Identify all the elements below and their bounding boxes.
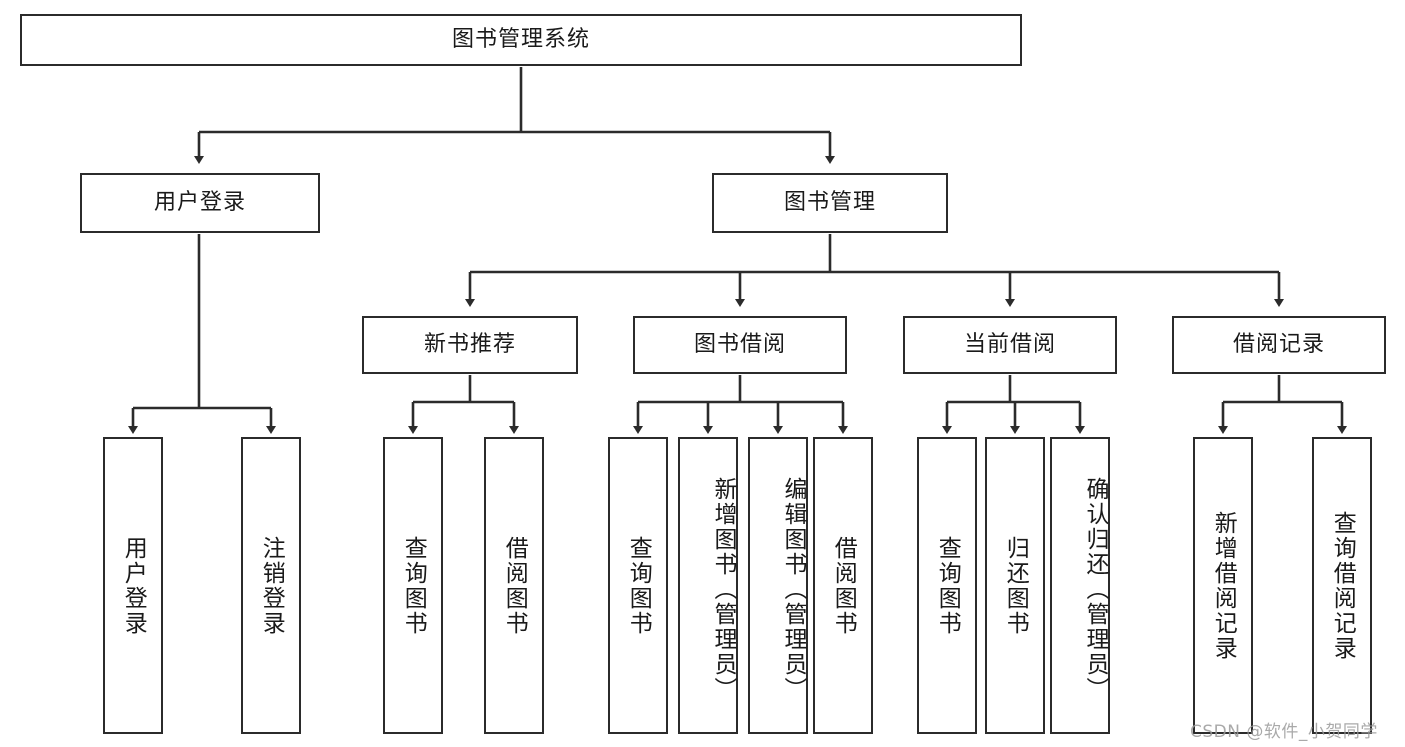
node-label: 用户登录: [153, 189, 246, 215]
leaf-user-login-signin[interactable]: 用户登录: [103, 437, 163, 734]
leaf-current-confirm-return-admin[interactable]: 确认归还（管理员）: [1050, 437, 1110, 734]
leaf-current-return-book[interactable]: 归还图书: [985, 437, 1045, 734]
node-label: 借阅图书: [830, 535, 857, 636]
node-label: 新增借阅记录: [1210, 510, 1237, 661]
leaf-newbook-query-book[interactable]: 查询图书: [383, 437, 443, 734]
node-label: 确认归还（管理员）: [1082, 477, 1108, 702]
node-label: 图书管理: [783, 189, 876, 215]
leaf-current-query-book[interactable]: 查询图书: [917, 437, 977, 734]
node-label: 注销登录: [258, 535, 285, 636]
leaf-borrow-query-book[interactable]: 查询图书: [608, 437, 668, 734]
csdn-watermark: CSDN @软件_小贺同学: [1190, 722, 1378, 742]
node-label: 查询图书: [625, 535, 652, 636]
leaf-borrow-borrow-book[interactable]: 借阅图书: [813, 437, 873, 734]
node-label: 查询图书: [400, 535, 427, 636]
node-label: 借阅记录: [1232, 331, 1325, 357]
node-book-management[interactable]: 图书管理: [712, 173, 948, 233]
leaf-record-add-record[interactable]: 新增借阅记录: [1193, 437, 1253, 734]
node-borrow-record[interactable]: 借阅记录: [1172, 316, 1386, 374]
node-label: 新增图书（管理员）: [710, 477, 736, 702]
node-label: 借阅图书: [501, 535, 528, 636]
node-user-login[interactable]: 用户登录: [80, 173, 320, 233]
node-label: 查询图书: [934, 535, 961, 636]
node-label: 查询借阅记录: [1329, 510, 1356, 661]
node-label: 当前借阅: [963, 331, 1056, 357]
node-new-book-recommend[interactable]: 新书推荐: [362, 316, 578, 374]
node-label: 归还图书: [1002, 535, 1029, 636]
leaf-record-query-record[interactable]: 查询借阅记录: [1312, 437, 1372, 734]
node-label: 图书管理系统: [451, 26, 590, 52]
leaf-newbook-borrow-book[interactable]: 借阅图书: [484, 437, 544, 734]
node-label: 图书借阅: [693, 331, 786, 357]
leaf-borrow-add-book-admin[interactable]: 新增图书（管理员）: [678, 437, 738, 734]
node-root-system[interactable]: 图书管理系统: [20, 14, 1022, 66]
node-book-borrow[interactable]: 图书借阅: [633, 316, 847, 374]
node-current-borrow[interactable]: 当前借阅: [903, 316, 1117, 374]
leaf-user-login-signout[interactable]: 注销登录: [241, 437, 301, 734]
node-label: 编辑图书（管理员）: [780, 477, 806, 702]
node-label: 新书推荐: [423, 331, 516, 357]
node-label: 用户登录: [120, 535, 147, 636]
leaf-borrow-edit-book-admin[interactable]: 编辑图书（管理员）: [748, 437, 808, 734]
